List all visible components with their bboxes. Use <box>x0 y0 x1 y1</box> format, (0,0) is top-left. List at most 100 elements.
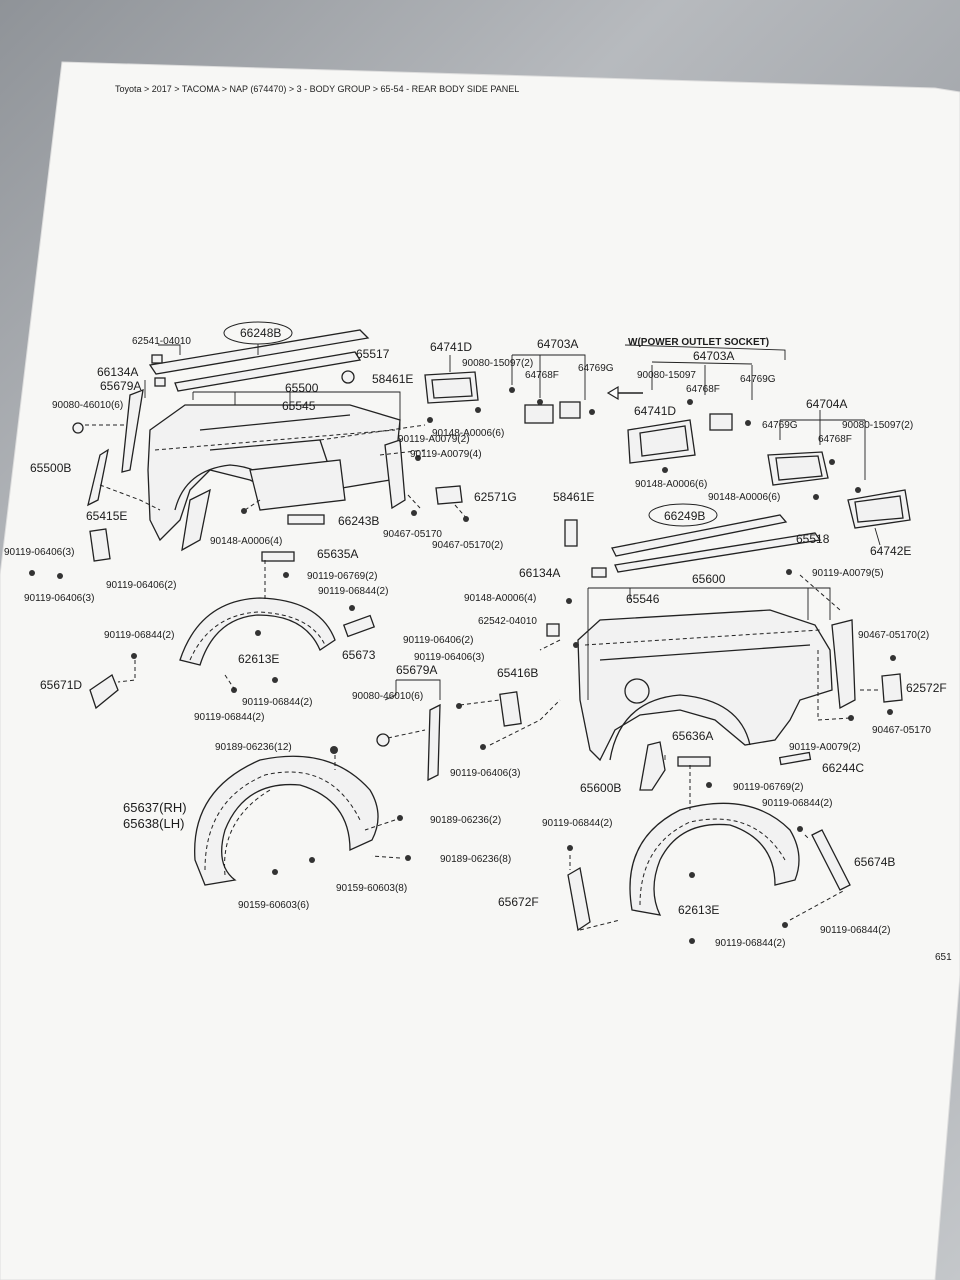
label-90119-06844-2-d: 90119-06844(2) <box>194 712 264 723</box>
label-64768F: 64768F <box>525 370 559 381</box>
clip-62541 <box>151 354 163 364</box>
outlet-box-64741D-b <box>627 399 751 473</box>
label-64768F-b: 64768F <box>686 384 720 395</box>
inner-box <box>249 459 346 511</box>
label-90119-06406-3-b: 90119-06406(3) <box>24 593 94 604</box>
label-90119-06844-2-e: 90119-06844(2) <box>762 798 832 809</box>
bracket-62571G <box>435 485 463 505</box>
label-90080-46010-b: 90080-46010(6) <box>352 691 423 702</box>
label-90080-15097-2: 90080-15097(2) <box>462 358 533 369</box>
label-66134A-b: 66134A <box>519 566 560 580</box>
label-64769G-c: 64769G <box>762 420 798 431</box>
paper-sheet <box>0 61 960 1280</box>
label-90119-06844-2-c: 90119-06844(2) <box>242 697 312 708</box>
label-64768F-c: 64768F <box>818 434 852 445</box>
label-90119-A0079-2: 90119-A0079(2) <box>398 434 470 445</box>
arch-trim <box>181 488 211 552</box>
rail-cover-66248B <box>148 329 370 375</box>
label-62613E-b: 62613E <box>678 903 719 917</box>
label-65673: 65673 <box>342 648 376 662</box>
label-90467-05170-2: 90467-05170(2) <box>432 540 503 551</box>
bracket-65635A <box>261 551 295 562</box>
label-90119-06844-2-b: 90119-06844(2) <box>104 630 174 641</box>
bolt <box>411 510 417 516</box>
label-90159-60603-8: 90159-60603(8) <box>336 883 407 894</box>
label-90119-06406-3-d: 90119-06406(3) <box>450 768 520 779</box>
label-64742E: 64742E <box>870 544 911 558</box>
clip-58461E-b <box>564 519 578 547</box>
label-64703A: 64703A <box>537 337 578 351</box>
label-90119-A0079-2-b: 90119-A0079(2) <box>789 742 861 753</box>
bolt <box>415 455 421 461</box>
label-64704A: 64704A <box>806 397 847 411</box>
bolt-90080-46010 <box>72 422 84 434</box>
label-65637-rh: 65637(RH) <box>123 800 187 815</box>
part-labels: 62541-04010 66248B 65517 66134A 65679A 5… <box>4 326 952 963</box>
strip-65679A-b <box>376 679 441 782</box>
rail-65518 <box>614 532 822 573</box>
storage-box-64741D <box>424 355 479 404</box>
part-65671D <box>89 674 119 710</box>
label-90119-06844-2-f: 90119-06844(2) <box>542 818 612 829</box>
clip-66134A <box>154 377 166 387</box>
label-90467-05170-2-b: 90467-05170(2) <box>858 630 929 641</box>
bolt <box>241 508 247 514</box>
label-90119-06844-2-g: 90119-06844(2) <box>820 925 890 936</box>
bracket-62572F <box>881 673 903 703</box>
label-65671D: 65671D <box>40 678 82 692</box>
label-90467-05170-b: 90467-05170 <box>872 725 931 736</box>
label-65672F: 65672F <box>498 895 539 909</box>
label-66243B: 66243B <box>338 514 379 528</box>
label-90080-15097-2-b: 90080-15097(2) <box>842 420 913 431</box>
label-90189-06236-12: 90189-06236(12) <box>215 742 292 753</box>
label-58461E-b: 58461E <box>553 490 594 504</box>
label-65546: 65546 <box>626 592 660 606</box>
inner-fender-liner-left-small <box>89 551 376 710</box>
label-90119-A0079-5: 90119-A0079(5) <box>812 568 884 579</box>
label-65415E: 65415E <box>86 509 127 523</box>
label-66244C: 66244C <box>822 761 864 775</box>
label-90119-A0079-4: 90119-A0079(4) <box>410 449 482 460</box>
label-65500B: 65500B <box>30 461 71 475</box>
label-90119-06406-2-b: 90119-06406(2) <box>403 635 473 646</box>
part-65672F <box>567 866 591 932</box>
label-66134A: 66134A <box>97 365 138 379</box>
bolt <box>57 573 63 579</box>
label-65679A: 65679A <box>100 379 141 393</box>
bolt <box>29 570 35 576</box>
rail-65517 <box>174 351 362 392</box>
part-66244C <box>778 751 812 766</box>
storage-box-64742E <box>813 489 911 546</box>
label-90148-A0006-6: 90148-A0006(6) <box>432 428 504 439</box>
label-64741D: 64741D <box>430 340 472 354</box>
label-90119-06844-2-h: 90119-06844(2) <box>715 938 785 949</box>
label-90148-A0006-6-c: 90148-A0006(6) <box>708 492 780 503</box>
label-65638-lh: 65638(LH) <box>123 816 184 831</box>
label-90119-06769-2-b: 90119-06769(2) <box>733 782 803 793</box>
label-90119-06406-3: 90119-06406(3) <box>4 547 74 558</box>
part-65674B <box>811 829 851 891</box>
rail-cover-66249B <box>611 514 788 557</box>
label-66248B: 66248B <box>240 326 281 340</box>
bolt <box>427 417 433 423</box>
label-90119-06844-2: 90119-06844(2) <box>318 586 388 597</box>
label-65517: 65517 <box>356 347 390 361</box>
breadcrumb: Toyota > 2017 > TACOMA > NAP (674470) > … <box>115 84 519 94</box>
label-64769G-b: 64769G <box>740 374 776 385</box>
panel-64704A <box>767 410 866 493</box>
label-90148-A0006-4-b: 90148-A0006(4) <box>464 593 536 604</box>
strip-65679A <box>121 388 144 473</box>
label-90467-05170: 90467-05170 <box>383 529 442 540</box>
label-64769G: 64769G <box>578 363 614 374</box>
label-90189-06236-2: 90189-06236(2) <box>430 815 501 826</box>
label-62541-04010: 62541-04010 <box>132 336 191 347</box>
bracket-65636A <box>677 756 711 767</box>
right-bed-side-panel <box>456 514 903 791</box>
label-65500: 65500 <box>285 381 319 395</box>
panel-65500B <box>87 448 109 507</box>
inner-fender-liner-right <box>567 756 851 944</box>
label-power-outlet-header: W(POWER OUTLET SOCKET) <box>628 337 769 348</box>
label-64741D-b: 64741D <box>634 404 676 418</box>
